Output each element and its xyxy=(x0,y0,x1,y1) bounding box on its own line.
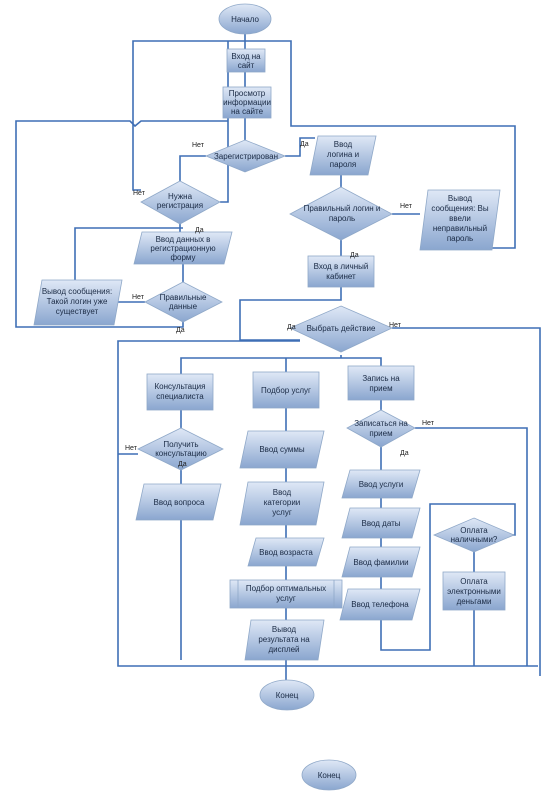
svg-text:Вывод сообщения:Такой логин уж: Вывод сообщения:Такой логин ужесуществуе… xyxy=(42,287,112,316)
branch-labels: Нет Да Нет Нет Да Да Нет Да Да Нет Нет Н… xyxy=(125,141,435,468)
svg-text:Конец: Конец xyxy=(318,771,341,780)
edge-msg-loop-form xyxy=(74,227,183,280)
node-start: Начало xyxy=(218,3,272,35)
svg-text:Ввод суммы: Ввод суммы xyxy=(259,445,305,454)
edge-frame-loop xyxy=(117,340,538,667)
node-phone-input: Ввод телефона xyxy=(339,588,421,621)
svg-text:Зарегистрирован: Зарегистрирован xyxy=(214,152,278,161)
node-surname-input: Ввод фамилии xyxy=(341,546,421,578)
node-age-input: Ввод возраста xyxy=(247,537,325,567)
svg-text:Ввод возраста: Ввод возраста xyxy=(259,548,313,557)
svg-text:Выбрать действие: Выбрать действие xyxy=(307,324,376,333)
node-date-input: Ввод даты xyxy=(341,507,421,539)
label-no-login: Нет xyxy=(400,203,413,210)
node-sum-input: Ввод суммы xyxy=(239,430,325,469)
label-no-makeappt: Нет xyxy=(422,420,435,427)
label-no-getconsult: Нет xyxy=(125,445,138,452)
label-yes-login: Да xyxy=(350,252,359,259)
svg-text:Ввод услуги: Ввод услуги xyxy=(359,480,404,489)
label-no-choose: Нет xyxy=(389,322,402,329)
node-end-duplicate: Конец xyxy=(301,759,357,791)
svg-text:Ввод вопроса: Ввод вопроса xyxy=(154,498,206,507)
label-yes-registered: Да xyxy=(300,141,309,148)
edge-dataok-loop xyxy=(15,120,228,328)
edge-wrongmsg-loop xyxy=(132,40,516,249)
label-yes-needreg: Да xyxy=(195,227,204,234)
label-yes-makeappt: Да xyxy=(400,450,409,457)
label-no-registered: Нет xyxy=(192,142,205,149)
node-end: Конец xyxy=(259,679,315,711)
edge-choose-no xyxy=(392,327,541,676)
svg-text:Конец: Конец xyxy=(276,691,299,700)
edge-cabinet-choose xyxy=(239,287,342,341)
label-yes-choose: Да xyxy=(287,324,296,331)
node-registered: Зарегистрирован xyxy=(204,139,287,173)
svg-text:Подбор услуг: Подбор услуг xyxy=(261,386,311,395)
edge-registered-login xyxy=(285,137,315,157)
node-question-input: Ввод вопроса xyxy=(135,483,222,521)
node-selection: Подбор услуг xyxy=(252,371,320,409)
svg-text:Ввод даты: Ввод даты xyxy=(361,519,400,528)
label-no-needreg: Нет xyxy=(133,190,146,197)
svg-text:Ввод телефона: Ввод телефона xyxy=(351,600,409,609)
node-choose-action: Выбрать действие xyxy=(289,305,393,353)
edge-make-no xyxy=(415,427,528,666)
connectors xyxy=(15,34,541,680)
label-yes-getconsult: Да xyxy=(178,461,187,468)
node-service-input: Ввод услуги xyxy=(341,469,421,499)
label-yes-dataok: Да xyxy=(176,327,185,334)
edge-registered-needreg xyxy=(179,155,206,181)
svg-text:Ввод фамилии: Ввод фамилии xyxy=(353,558,408,567)
node-start-label: Начало xyxy=(231,15,259,24)
edge-choose-split xyxy=(180,355,382,374)
label-no-dataok: Нет xyxy=(132,294,145,301)
